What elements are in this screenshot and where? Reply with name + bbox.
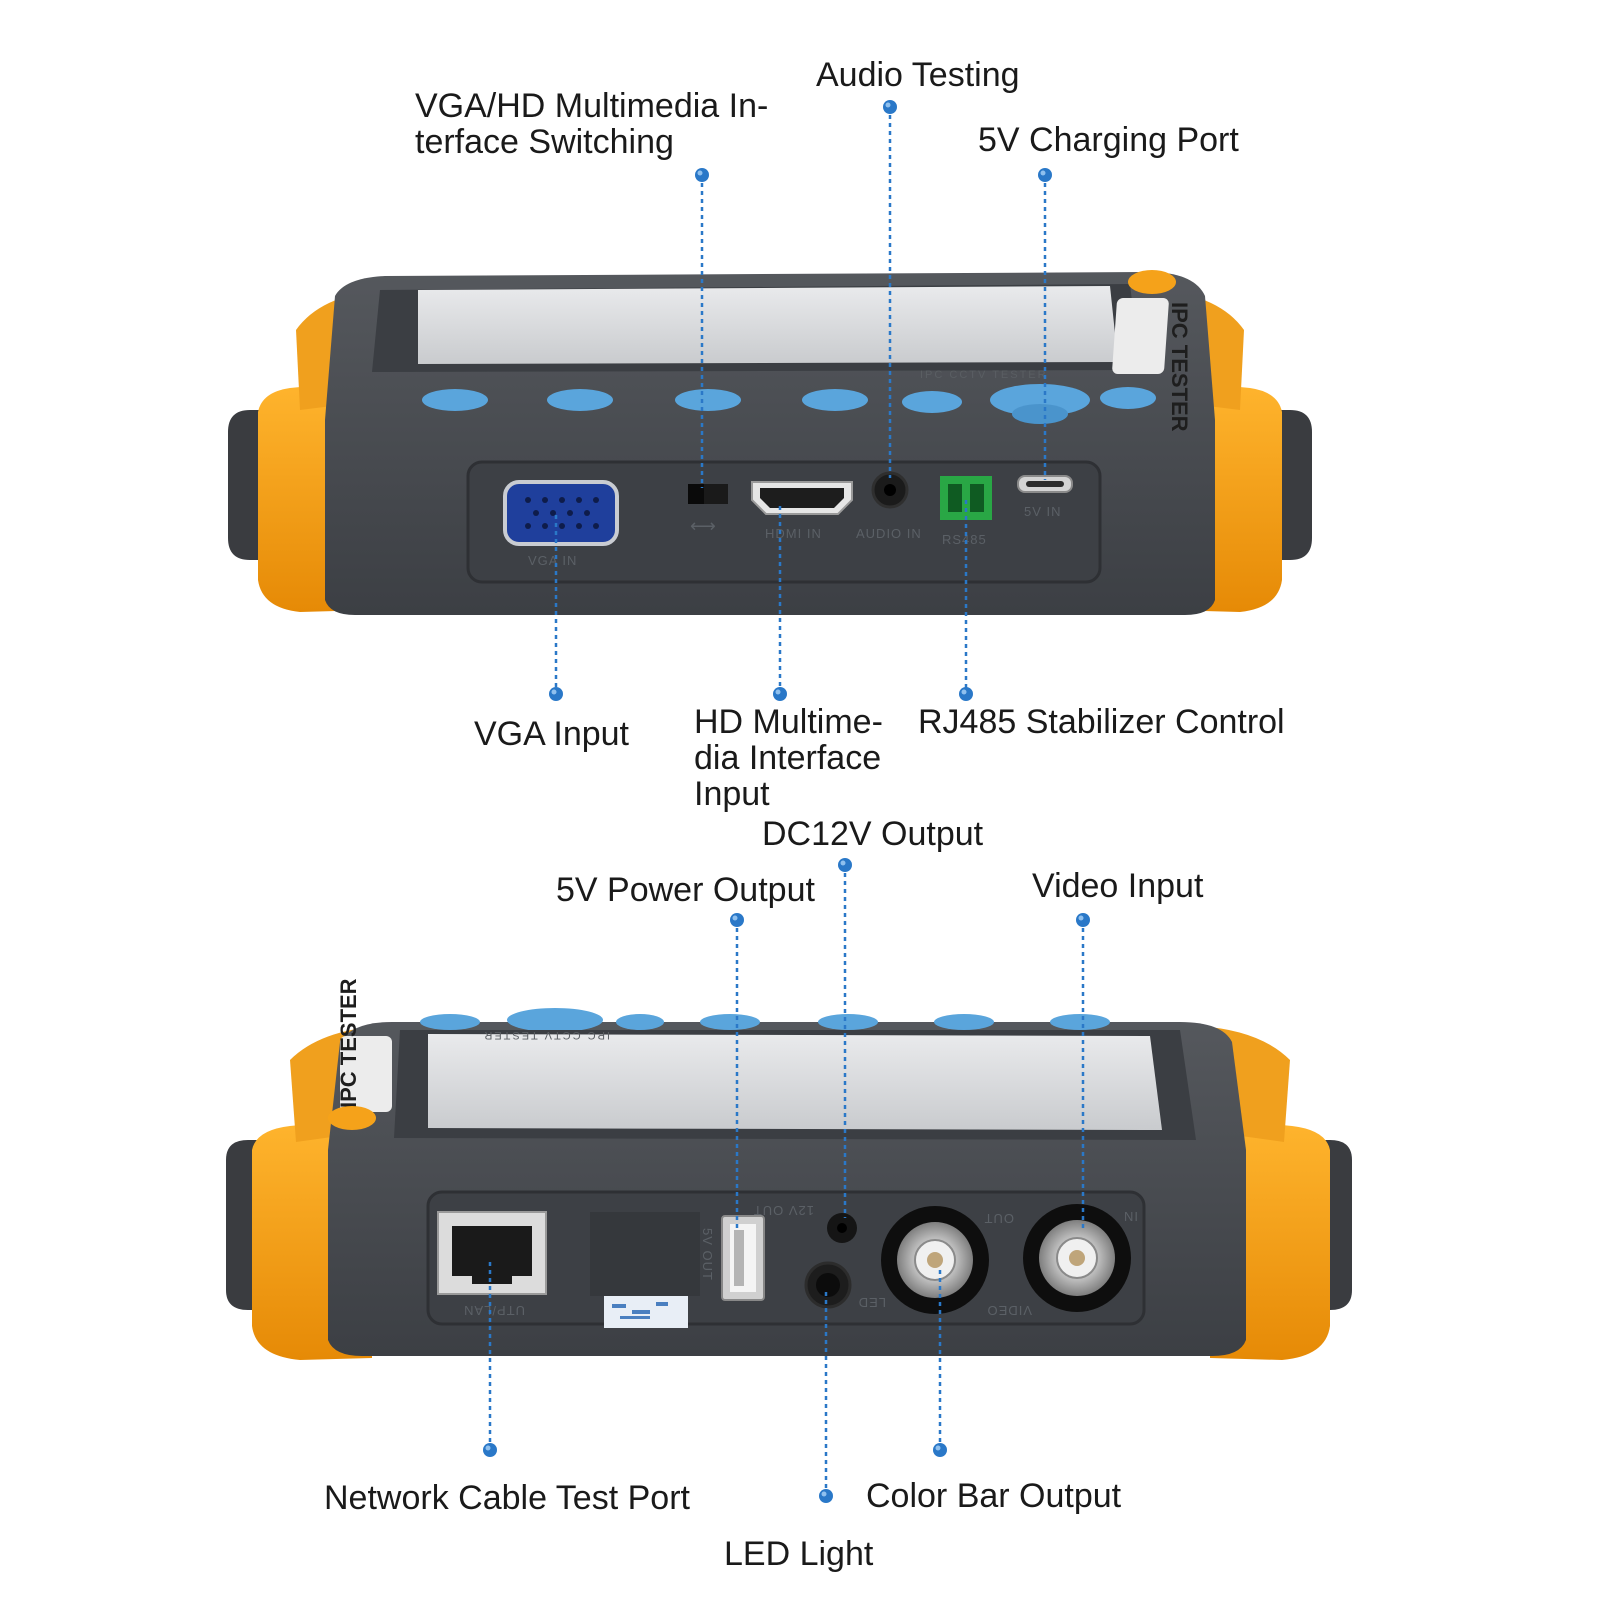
bottom-power-button[interactable] [328,1106,376,1130]
vga-port-label: VGA IN [528,553,577,568]
usb-power-port-label: 5V OUT [700,1228,715,1281]
label-power-output: 5V Power Output [556,871,815,909]
lan-port-label: UTP/LAN [463,1303,525,1318]
label-dc12v-output: DC12V Output [762,815,984,853]
bottom-button-2[interactable] [616,1014,664,1030]
top-button-3[interactable] [675,389,741,411]
label-charging-port: 5V Charging Port [978,121,1239,159]
dot-switch [695,168,709,182]
top-button-6[interactable] [1100,387,1156,409]
label-led-light: LED Light [724,1535,874,1573]
dc12v-port-label: 12V OUT [753,1203,814,1218]
top-dpad[interactable] [990,384,1090,416]
bottom-button-4[interactable] [818,1014,878,1030]
dot-colorbar [933,1443,947,1457]
label-color-bar: Color Bar Output [866,1477,1122,1515]
dot-usb [730,913,744,927]
top-brand-label: IPC TESTER [1167,302,1192,432]
vga-port [503,480,619,546]
led-label: LED [858,1295,886,1310]
charging-port-label: 5V IN [1024,504,1062,519]
bottom-button-3[interactable] [700,1014,760,1030]
bnc-in-label: IN [1123,1209,1138,1224]
bnc-out-label: OUT [984,1211,1014,1226]
label-video-input: Video Input [1032,867,1204,905]
rs485-terminal [940,476,992,520]
bottom-button-1[interactable] [420,1014,480,1030]
dot-vga [549,687,563,701]
audio-port-label: AUDIO IN [856,526,922,541]
bottom-brand-label: IPC TESTER [336,978,361,1108]
bottom-dpad[interactable] [507,1008,603,1032]
label-network-port: Network Cable Test Port [324,1479,690,1517]
top-model-label: IPC CCTV TESTER [920,369,1048,381]
top-button-5[interactable] [902,391,962,413]
bottom-screen [428,1034,1162,1130]
callout-dots [483,100,1090,1503]
dot-charging [1038,168,1052,182]
dot-audio [883,100,897,114]
dot-hdmi [773,687,787,701]
bottom-button-5[interactable] [934,1014,994,1030]
dot-rs485 [959,687,973,701]
rs485-port-label: RS485 [942,532,987,547]
bottom-model-label: IPC CCTV TESTER [482,1029,610,1041]
top-button-1[interactable] [422,389,488,411]
dot-lan [483,1443,497,1457]
dot-dc12v [838,858,852,872]
callout-lines [488,107,1085,1496]
label-audio-testing: Audio Testing [816,56,1020,94]
top-power-button[interactable] [1128,270,1176,294]
top-screen [418,286,1118,364]
label-vga-input: VGA Input [474,715,629,753]
label-hd-input: HD Multime- dia Interface Input [694,703,883,813]
top-button-4[interactable] [802,389,868,411]
hdmi-port-label: HDMI IN [765,526,822,541]
video-label: VIDEO [987,1303,1032,1318]
top-device: IPC CCTV TESTER IPC TESTER VGA IN ⟷ H [228,270,1312,615]
top-button-2[interactable] [547,389,613,411]
bottom-button-6[interactable] [1050,1014,1110,1030]
label-rj485: RJ485 Stabilizer Control [918,703,1285,741]
switch-arrow-icon: ⟷ [690,516,717,536]
bottom-device: IPC CCTV TESTER IPC TESTER UTP/LAN 5V OU… [226,978,1352,1360]
label-vga-hd-switching: VGA/HD Multimedia In- terface Switching [415,87,769,161]
dot-led [819,1489,833,1503]
dot-video [1076,913,1090,927]
